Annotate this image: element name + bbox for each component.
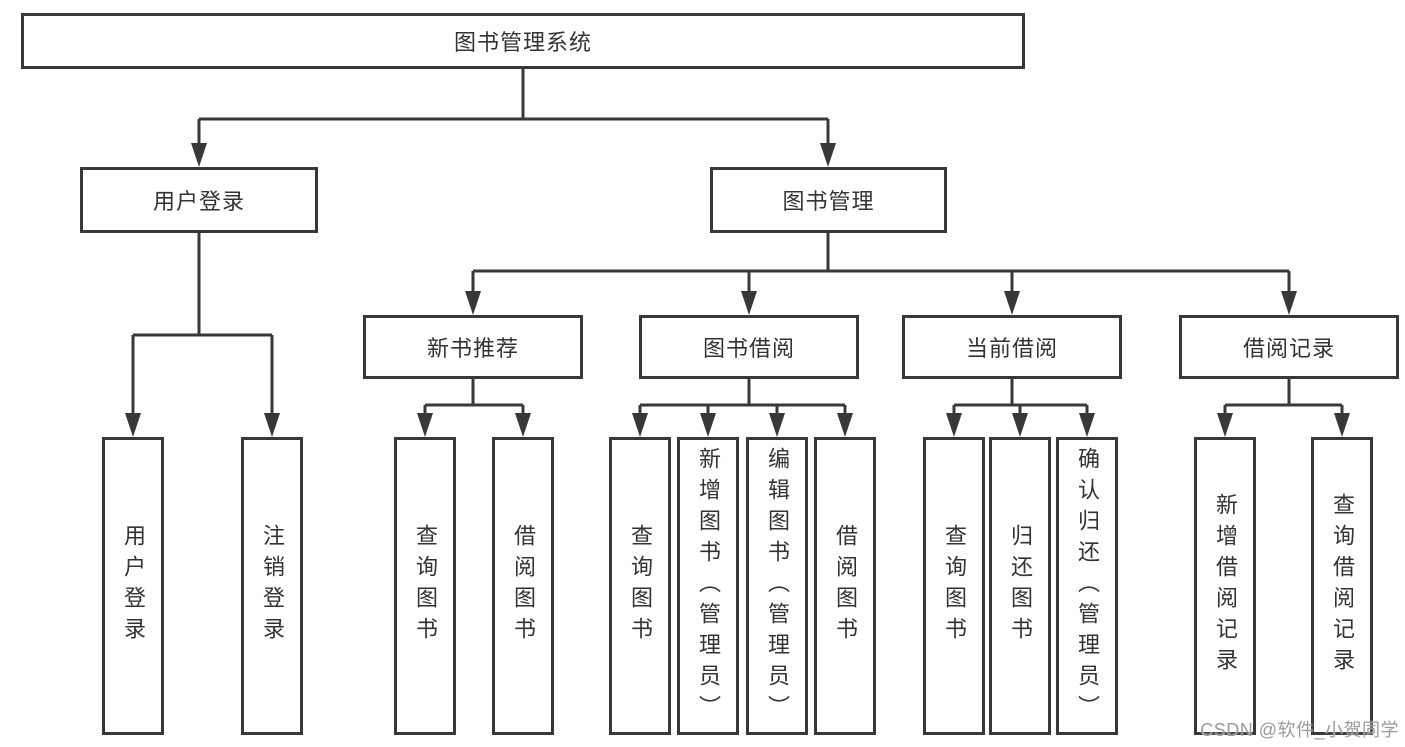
node-label: 归还图书 bbox=[1008, 524, 1033, 648]
node-label: 借阅记录 bbox=[1242, 336, 1335, 361]
leaf-query-books-current: 查询图书 bbox=[923, 437, 985, 735]
node-book-borrowing: 图书借阅 bbox=[639, 315, 859, 379]
node-user-login: 用户登录 bbox=[80, 167, 318, 233]
leaf-borrow-books: 借阅图书 bbox=[814, 437, 876, 735]
leaf-query-books-recommend: 查询图书 bbox=[394, 437, 456, 735]
leaf-query-books-borrowing: 查询图书 bbox=[609, 437, 671, 735]
node-label: 查询图书 bbox=[413, 524, 438, 648]
leaf-add-borrow-record: 新增借阅记录 bbox=[1194, 437, 1256, 735]
node-new-book-recommendation: 新书推荐 bbox=[363, 315, 583, 379]
leaf-confirm-return-admin: 确认归还（管理员） bbox=[1056, 437, 1118, 735]
node-label: 借阅图书 bbox=[511, 524, 536, 648]
leaf-add-books-admin: 新增图书（管理员） bbox=[677, 437, 739, 735]
node-label: 新增借阅记录 bbox=[1213, 493, 1238, 679]
leaf-borrow-books-recommend: 借阅图书 bbox=[492, 437, 554, 735]
node-label: 图书管理 bbox=[782, 189, 875, 214]
node-label: 图书借阅 bbox=[702, 336, 795, 361]
node-label: 注销登录 bbox=[260, 524, 285, 648]
leaf-user-login: 用户登录 bbox=[102, 437, 164, 735]
node-label: 新书推荐 bbox=[426, 336, 519, 361]
node-library-management-system: 图书管理系统 bbox=[21, 13, 1025, 69]
leaf-logout: 注销登录 bbox=[241, 437, 303, 735]
node-label: 图书管理系统 bbox=[453, 30, 592, 55]
node-label: 新增图书（管理员） bbox=[696, 446, 721, 726]
node-label: 用户登录 bbox=[121, 524, 146, 648]
node-label: 用户登录 bbox=[152, 189, 245, 214]
node-label: 查询借阅记录 bbox=[1330, 493, 1355, 679]
node-book-management: 图书管理 bbox=[710, 167, 947, 233]
node-current-borrowing: 当前借阅 bbox=[902, 315, 1122, 379]
watermark: CSDN @软件_小贺同学 bbox=[1200, 720, 1399, 740]
node-label: 查询图书 bbox=[942, 524, 967, 648]
node-label: 查询图书 bbox=[628, 524, 653, 648]
node-label: 借阅图书 bbox=[833, 524, 858, 648]
leaf-edit-books-admin: 编辑图书（管理员） bbox=[746, 437, 808, 735]
arrowheads bbox=[125, 143, 1350, 437]
node-label: 编辑图书（管理员） bbox=[765, 446, 790, 726]
leaf-return-books: 归还图书 bbox=[989, 437, 1051, 735]
node-label: 确认归还（管理员） bbox=[1075, 446, 1100, 726]
leaf-query-borrow-record: 查询借阅记录 bbox=[1311, 437, 1373, 735]
node-borrowing-records: 借阅记录 bbox=[1179, 315, 1399, 379]
node-label: 当前借阅 bbox=[965, 336, 1058, 361]
